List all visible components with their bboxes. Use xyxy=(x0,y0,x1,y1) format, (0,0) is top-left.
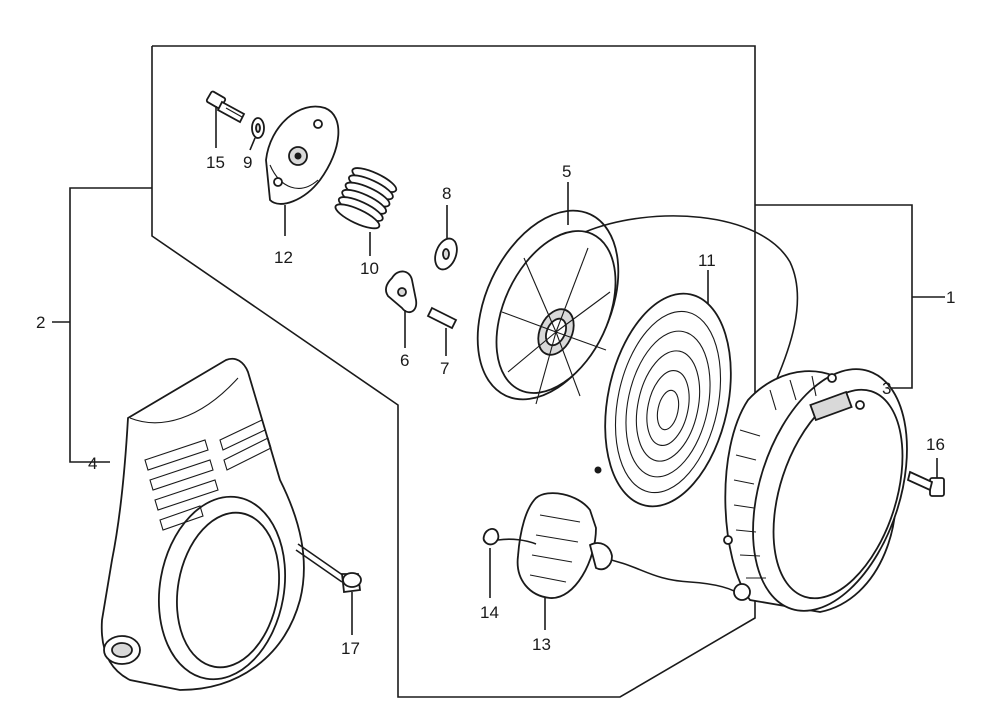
callout-16: 16 xyxy=(926,435,945,454)
part-16-bolt xyxy=(906,458,945,497)
part-4-fan-cover xyxy=(100,357,305,691)
callout-17: 17 xyxy=(341,639,360,658)
assembly-group-outline xyxy=(52,45,945,698)
callout-7: 7 xyxy=(440,359,449,378)
callout-2: 2 xyxy=(36,313,45,332)
starter-rope-lower xyxy=(601,557,743,597)
part-17-bolt xyxy=(295,543,362,635)
callout-8: 8 xyxy=(442,184,451,203)
callout-11: 11 xyxy=(698,251,716,270)
part-13-starter-grip xyxy=(516,492,613,630)
callout-12: 12 xyxy=(274,248,293,267)
part-7-pin xyxy=(426,306,458,356)
callout-15: 15 xyxy=(206,153,225,172)
callout-1: 1 xyxy=(946,288,955,307)
part-5-reel xyxy=(476,182,620,405)
part-6-pawl xyxy=(385,270,418,348)
callout-13: 13 xyxy=(532,635,551,654)
callout-14: 14 xyxy=(480,603,499,622)
part-9-washer xyxy=(249,117,265,151)
callout-9: 9 xyxy=(243,153,252,172)
part-15-bolt xyxy=(205,90,246,148)
part-12-ratchet-plate xyxy=(265,105,340,236)
part-11-recoil-spring xyxy=(594,270,732,508)
callout-labels: 1 2 3 4 5 6 7 8 9 10 11 12 13 14 15 16 1… xyxy=(36,153,955,658)
callout-4: 4 xyxy=(88,454,97,473)
part-8-washer xyxy=(434,205,458,271)
part-3-starter-case xyxy=(723,368,908,613)
callout-5: 5 xyxy=(562,162,571,181)
part-14-clip xyxy=(482,528,537,598)
callout-6: 6 xyxy=(400,351,409,370)
callout-10: 10 xyxy=(360,259,379,278)
starter-rope xyxy=(584,215,799,391)
part-10-spring xyxy=(334,167,398,256)
callout-3: 3 xyxy=(882,379,891,398)
